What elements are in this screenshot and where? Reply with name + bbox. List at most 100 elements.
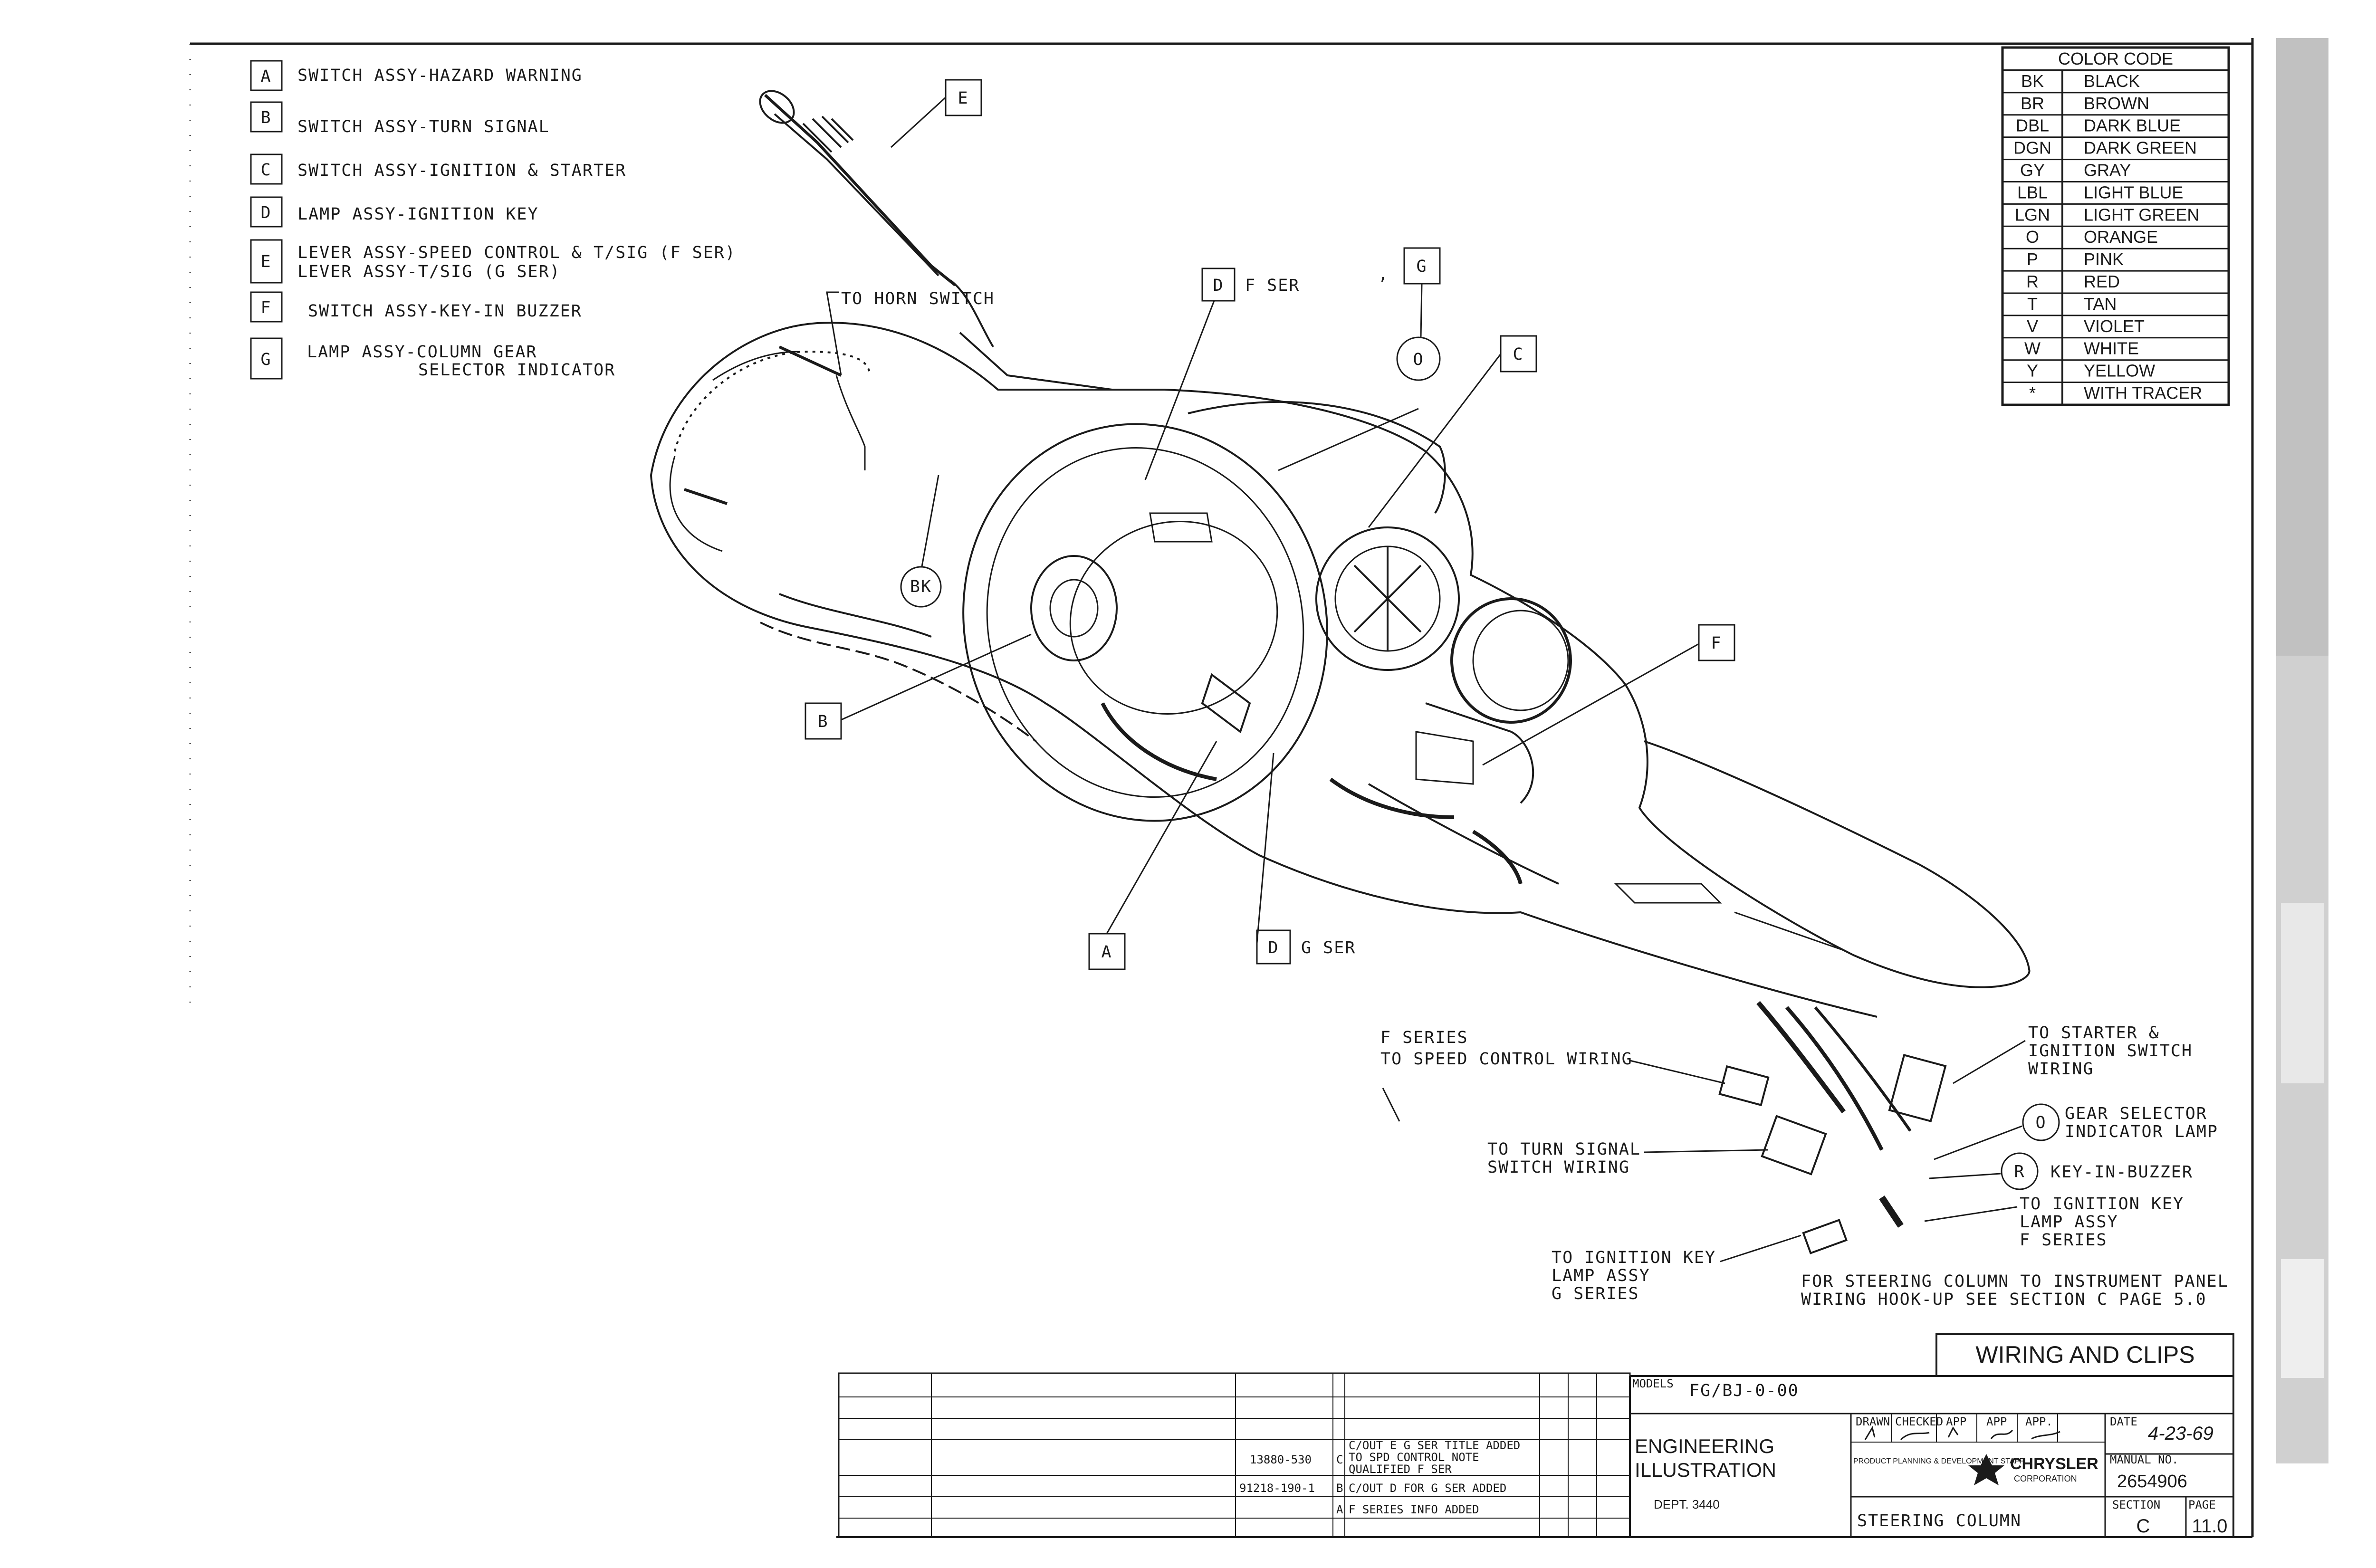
svg-text:TO IGNITION KEY: TO IGNITION KEY [1552,1248,1716,1267]
svg-text:CORPORATION: CORPORATION [2014,1474,2077,1483]
color-code-abbrev: R [2026,272,2039,291]
svg-text:FG/BJ-0-00: FG/BJ-0-00 [1689,1381,1799,1400]
svg-text:DRAWN: DRAWN [1856,1415,1890,1428]
page-value: 11.0 [2192,1516,2228,1537]
svg-text:MODELS: MODELS [1632,1377,1674,1390]
color-code-row: O ORANGE [2026,227,2158,247]
color-code-abbrev: O [2026,227,2039,247]
svg-text:KEY-IN-BUZZER: KEY-IN-BUZZER [2050,1163,2193,1182]
callout-bk-wire: BK [900,475,942,608]
svg-text:PRODUCT PLANNING & DEVELOPMENT: PRODUCT PLANNING & DEVELOPMENT STAFF [1853,1457,2024,1465]
revision-row: A F SERIES INFO ADDED [1336,1503,1479,1516]
svg-text:D: D [260,203,271,222]
revision-row: 13880-530 C C/OUT E G SER TITLE ADDED TO… [1250,1439,1520,1476]
svg-text:DEPT. 3440: DEPT. 3440 [1654,1497,1720,1511]
color-code-name: VIOLET [2084,316,2145,336]
svg-text:F SER: F SER [1245,276,1300,295]
legend-item-d: D LAMP ASSY-IGNITION KEY [250,196,538,228]
color-code-name: DARK BLUE [2084,116,2181,135]
svg-text:SWITCH ASSY-TURN SIGNAL: SWITCH ASSY-TURN SIGNAL [297,117,550,136]
color-code-abbrev: BK [2021,71,2044,91]
callout-d-g-series: D G SER [1256,753,1355,965]
svg-text:SECTION: SECTION [2112,1498,2160,1511]
svg-text:QUALIFIED F SER: QUALIFIED F SER [1349,1463,1452,1476]
color-code-name: BLACK [2084,71,2140,91]
color-code-abbrev: DGN [2013,138,2051,158]
svg-text:WIRING HOOK-UP SEE SECTION C P: WIRING HOOK-UP SEE SECTION C PAGE 5.0 [1801,1290,2207,1309]
color-code-name: WITH TRACER [2084,383,2202,403]
svg-text:C: C [260,161,271,180]
color-code-name: ORANGE [2084,227,2158,247]
svg-text:E: E [958,89,968,108]
switch-components-art [1030,512,1474,819]
svg-text:13880-530: 13880-530 [1250,1453,1312,1466]
svg-text:F SERIES: F SERIES [2020,1231,2108,1250]
svg-text:G: G [260,350,271,369]
svg-text:LEVER ASSY-SPEED CONTROL & T/S: LEVER ASSY-SPEED CONTROL & T/SIG (F SER) [297,243,736,262]
svg-text:BK: BK [910,577,932,596]
steering-column-drawing [650,90,2031,1254]
svg-text:APP: APP [1946,1415,1966,1428]
color-code-name: BROWN [2084,94,2149,113]
svg-text:APP.: APP. [2025,1415,2053,1428]
subject-title: STEERING COLUMN [1857,1511,2022,1530]
signature-marks [1864,1426,2060,1441]
color-code-row: BK BLACK [2021,71,2140,91]
svg-text:MANUAL NO.: MANUAL NO. [2110,1453,2179,1466]
color-code-name: PINK [2084,249,2124,269]
svg-text:B: B [260,108,271,127]
wiring-harness-art [1718,1001,1947,1254]
svg-text:C/OUT D FOR G SER ADDED: C/OUT D FOR G SER ADDED [1349,1482,1506,1495]
svg-text:PAGE: PAGE [2188,1498,2216,1511]
svg-text:C/OUT E G SER TITLE ADDED: C/OUT E G SER TITLE ADDED [1349,1439,1520,1452]
color-code-name: RED [2084,272,2120,291]
color-code-row: R RED [2026,272,2120,291]
svg-text:SWITCH ASSY-HAZARD WARNING: SWITCH ASSY-HAZARD WARNING [297,66,583,85]
svg-text:91218-190-1: 91218-190-1 [1239,1482,1315,1495]
color-code-name: DARK GREEN [2084,138,2197,158]
color-code-abbrev: * [2029,383,2036,403]
svg-text:F SERIES INFO ADDED: F SERIES INFO ADDED [1349,1503,1479,1516]
legend-item-b: B SWITCH ASSY-TURN SIGNAL [250,101,550,136]
color-code-abbrev: GY [2020,161,2045,180]
svg-text:O: O [2035,1113,2046,1132]
svg-text:A: A [260,67,271,86]
callout-e: E [890,79,982,148]
svg-text:TO IGNITION KEY: TO IGNITION KEY [2020,1195,2184,1214]
svg-text:A: A [1101,943,1112,962]
svg-text:TO SPEED CONTROL WIRING: TO SPEED CONTROL WIRING [1380,1050,1633,1069]
callout-a: A [1088,741,1217,970]
svg-text:B: B [817,712,828,731]
svg-text:E: E [260,252,271,271]
color-code-name: TAN [2084,294,2117,314]
wiring-notes: F SERIES TO SPEED CONTROL WIRING TO TURN… [1380,1023,2228,1309]
color-code-abbrev: BR [2021,94,2044,113]
legend-item-c: C SWITCH ASSY-IGNITION & STARTER [250,153,625,185]
color-code-abbrev: W [2024,339,2041,358]
legend-item-e: E LEVER ASSY-SPEED CONTROL & T/SIG (F SE… [250,239,736,284]
chrysler-star-logo [1968,1454,2004,1485]
svg-text:TO TURN SIGNAL: TO TURN SIGNAL [1487,1140,1641,1159]
parts-legend: A SWITCH ASSY-HAZARD WARNING B SWITCH AS… [250,60,736,380]
color-code-row: DBL DARK BLUE [2016,116,2181,135]
color-code-abbrev: DBL [2016,116,2049,135]
svg-text:CHECKED: CHECKED [1895,1415,1943,1428]
drawing-title: WIRING AND CLIPS [1975,1341,2194,1368]
svg-text:IGNITION SWITCH: IGNITION SWITCH [2028,1042,2193,1061]
color-code-abbrev: Y [2027,361,2038,381]
svg-text:D: D [1213,276,1224,295]
callout-g: , G O [1278,247,1441,471]
drawing-date: 4-23-69 [2148,1423,2213,1444]
legend-item-f: F SWITCH ASSY-KEY-IN BUZZER [250,291,581,323]
svg-text:TO SPD CONTROL NOTE: TO SPD CONTROL NOTE [1349,1451,1479,1464]
revision-block: 13880-530 C C/OUT E G SER TITLE ADDED TO… [838,1372,1631,1538]
svg-text:C: C [1513,345,1523,364]
svg-text:F: F [1711,634,1722,653]
color-code-abbrev: V [2027,316,2038,336]
svg-text:WIRING: WIRING [2028,1060,2094,1079]
